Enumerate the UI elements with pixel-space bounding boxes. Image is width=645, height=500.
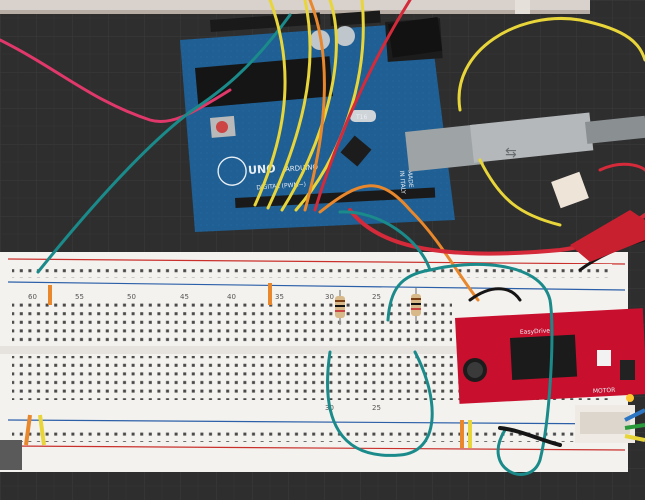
usb-cable: ⇆ (405, 112, 645, 172)
arduino-label: ARDUINO (285, 163, 319, 173)
col-label-55: 55 (75, 293, 84, 301)
col-label-40: 40 (227, 293, 236, 301)
col-label-25: 25 (372, 293, 381, 301)
motor-label: MOTOR (593, 387, 616, 395)
digital-label: DIGITAL (PWM~) (256, 181, 306, 191)
bottom-left-part (0, 440, 22, 470)
jst-connector (551, 171, 589, 209)
alligator-clip (570, 210, 645, 262)
col-label-50: 50 (127, 293, 136, 301)
resistor-right (411, 288, 421, 322)
col-label-35: 35 (275, 293, 284, 301)
motor-connector (575, 405, 645, 443)
italy-label: IN ITALY (398, 170, 407, 194)
easydriver-name: EasyDriver (520, 327, 553, 336)
crystal-label: T16 (355, 114, 367, 121)
col-label-60: 60 (28, 293, 37, 301)
made-label: MADE (406, 170, 414, 188)
col-label-45: 45 (180, 293, 189, 301)
usb-icon: ⇆ (505, 145, 517, 161)
col-label-30: 30 (325, 293, 334, 301)
resistor-left (335, 290, 345, 325)
top-ruler (0, 0, 590, 14)
long-wires (0, 0, 645, 476)
short-jumpers (24, 283, 472, 448)
lower-col-label-25: 25 (372, 404, 381, 412)
